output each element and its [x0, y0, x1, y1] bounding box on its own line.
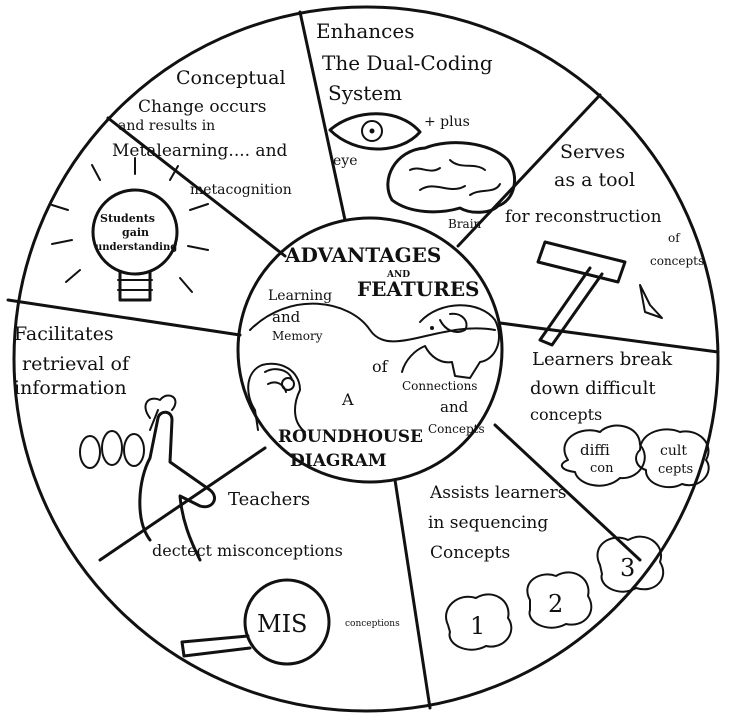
tool-line2: as a tool: [554, 169, 635, 191]
center-title-advantages: ADVANTAGES: [284, 243, 441, 267]
center-roundhouse: ROUNDHOUSE: [278, 427, 423, 447]
conceptual-line4: Metalearning.... and: [112, 141, 288, 161]
center-concepts: Concepts: [428, 422, 485, 436]
retrieval-line2: retrieval of: [22, 353, 131, 375]
center-and-memory: and: [272, 308, 301, 326]
conceptual-line1: Conceptual: [176, 67, 286, 89]
cloud2-text-b: cepts: [658, 462, 693, 477]
tool-line1: Serves: [560, 141, 625, 163]
head-icon: [248, 364, 305, 432]
cloud1-text-b: con: [590, 461, 614, 476]
retrieval-line3: information: [14, 377, 127, 399]
retrieval-line1: Facilitates: [14, 323, 114, 345]
cloud1-text-a: diffi: [580, 441, 610, 459]
center-connections: Connections: [402, 379, 477, 393]
sequencing-line3: Concepts: [430, 543, 510, 563]
magnifier-mis: MIS: [257, 610, 308, 638]
dual-coding-line3: System: [328, 81, 402, 105]
center-of: of: [372, 357, 389, 376]
break-down-line3: concepts: [530, 405, 602, 424]
sequencing-line2: in sequencing: [428, 513, 548, 533]
cloud2-text-a: cult: [660, 443, 687, 459]
misconceptions-line1: Teachers: [228, 489, 310, 510]
center-diagram: DIAGRAM: [290, 451, 387, 471]
hand-with-string-icon: [80, 395, 215, 560]
eye-icon: [330, 114, 420, 149]
sequencing-line1: Assists learners: [429, 483, 566, 503]
tool-line4: of: [668, 231, 681, 245]
center-learning: Learning: [268, 288, 332, 304]
center-title-features: FEATURES: [357, 277, 480, 301]
elephant-icon: [402, 305, 499, 378]
dual-coding-plus: + plus: [424, 114, 470, 130]
divider-bottom: [395, 480, 430, 708]
bulb-text-3: understanding: [95, 242, 177, 253]
misconceptions-line2: dectect misconceptions: [152, 541, 343, 560]
step-3: 3: [620, 554, 635, 582]
divider-right: [500, 323, 718, 352]
nail-icon: [640, 285, 662, 318]
brain-icon: [388, 143, 515, 213]
divider-top: [300, 12, 345, 220]
tool-line5: concepts: [650, 254, 704, 268]
step-2: 2: [548, 590, 563, 618]
break-down-line2: down difficult: [530, 378, 656, 399]
center-memory: Memory: [272, 329, 323, 343]
magnifier-conceptions: conceptions: [345, 619, 400, 629]
conceptual-line3: and results in: [118, 118, 215, 134]
bulb-text-1: Students: [100, 212, 155, 225]
break-down-line1: Learners break: [532, 349, 673, 370]
center-a: A: [341, 390, 354, 409]
dual-coding-line2: The Dual-Coding: [322, 51, 493, 75]
brain-label: Brain: [448, 217, 482, 231]
tool-line3: for reconstruction: [505, 207, 662, 227]
conceptual-line5: metacognition: [190, 182, 292, 198]
dual-coding-line1: Enhances: [316, 19, 414, 43]
eye-label: eye: [333, 153, 357, 169]
center-and2: and: [440, 398, 469, 416]
bulb-text-2: gain: [122, 226, 149, 239]
step-1: 1: [470, 612, 485, 640]
conceptual-line2: Change occurs: [138, 97, 266, 117]
